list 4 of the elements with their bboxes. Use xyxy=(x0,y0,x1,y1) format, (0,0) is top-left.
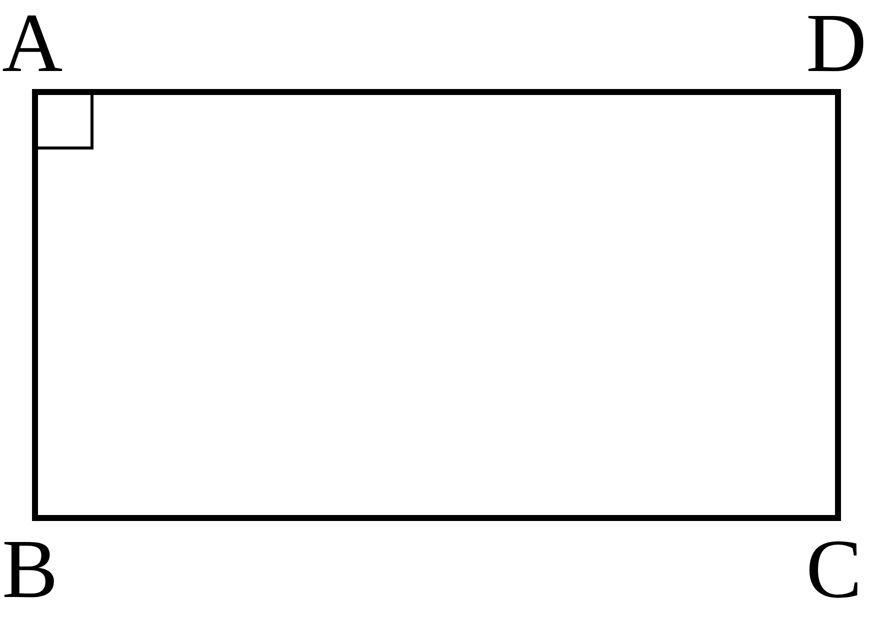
vertex-label: D xyxy=(806,2,867,86)
vertex-label: C xyxy=(806,528,862,612)
vertex-label: B xyxy=(2,528,58,612)
vertex-label: A xyxy=(2,2,63,86)
